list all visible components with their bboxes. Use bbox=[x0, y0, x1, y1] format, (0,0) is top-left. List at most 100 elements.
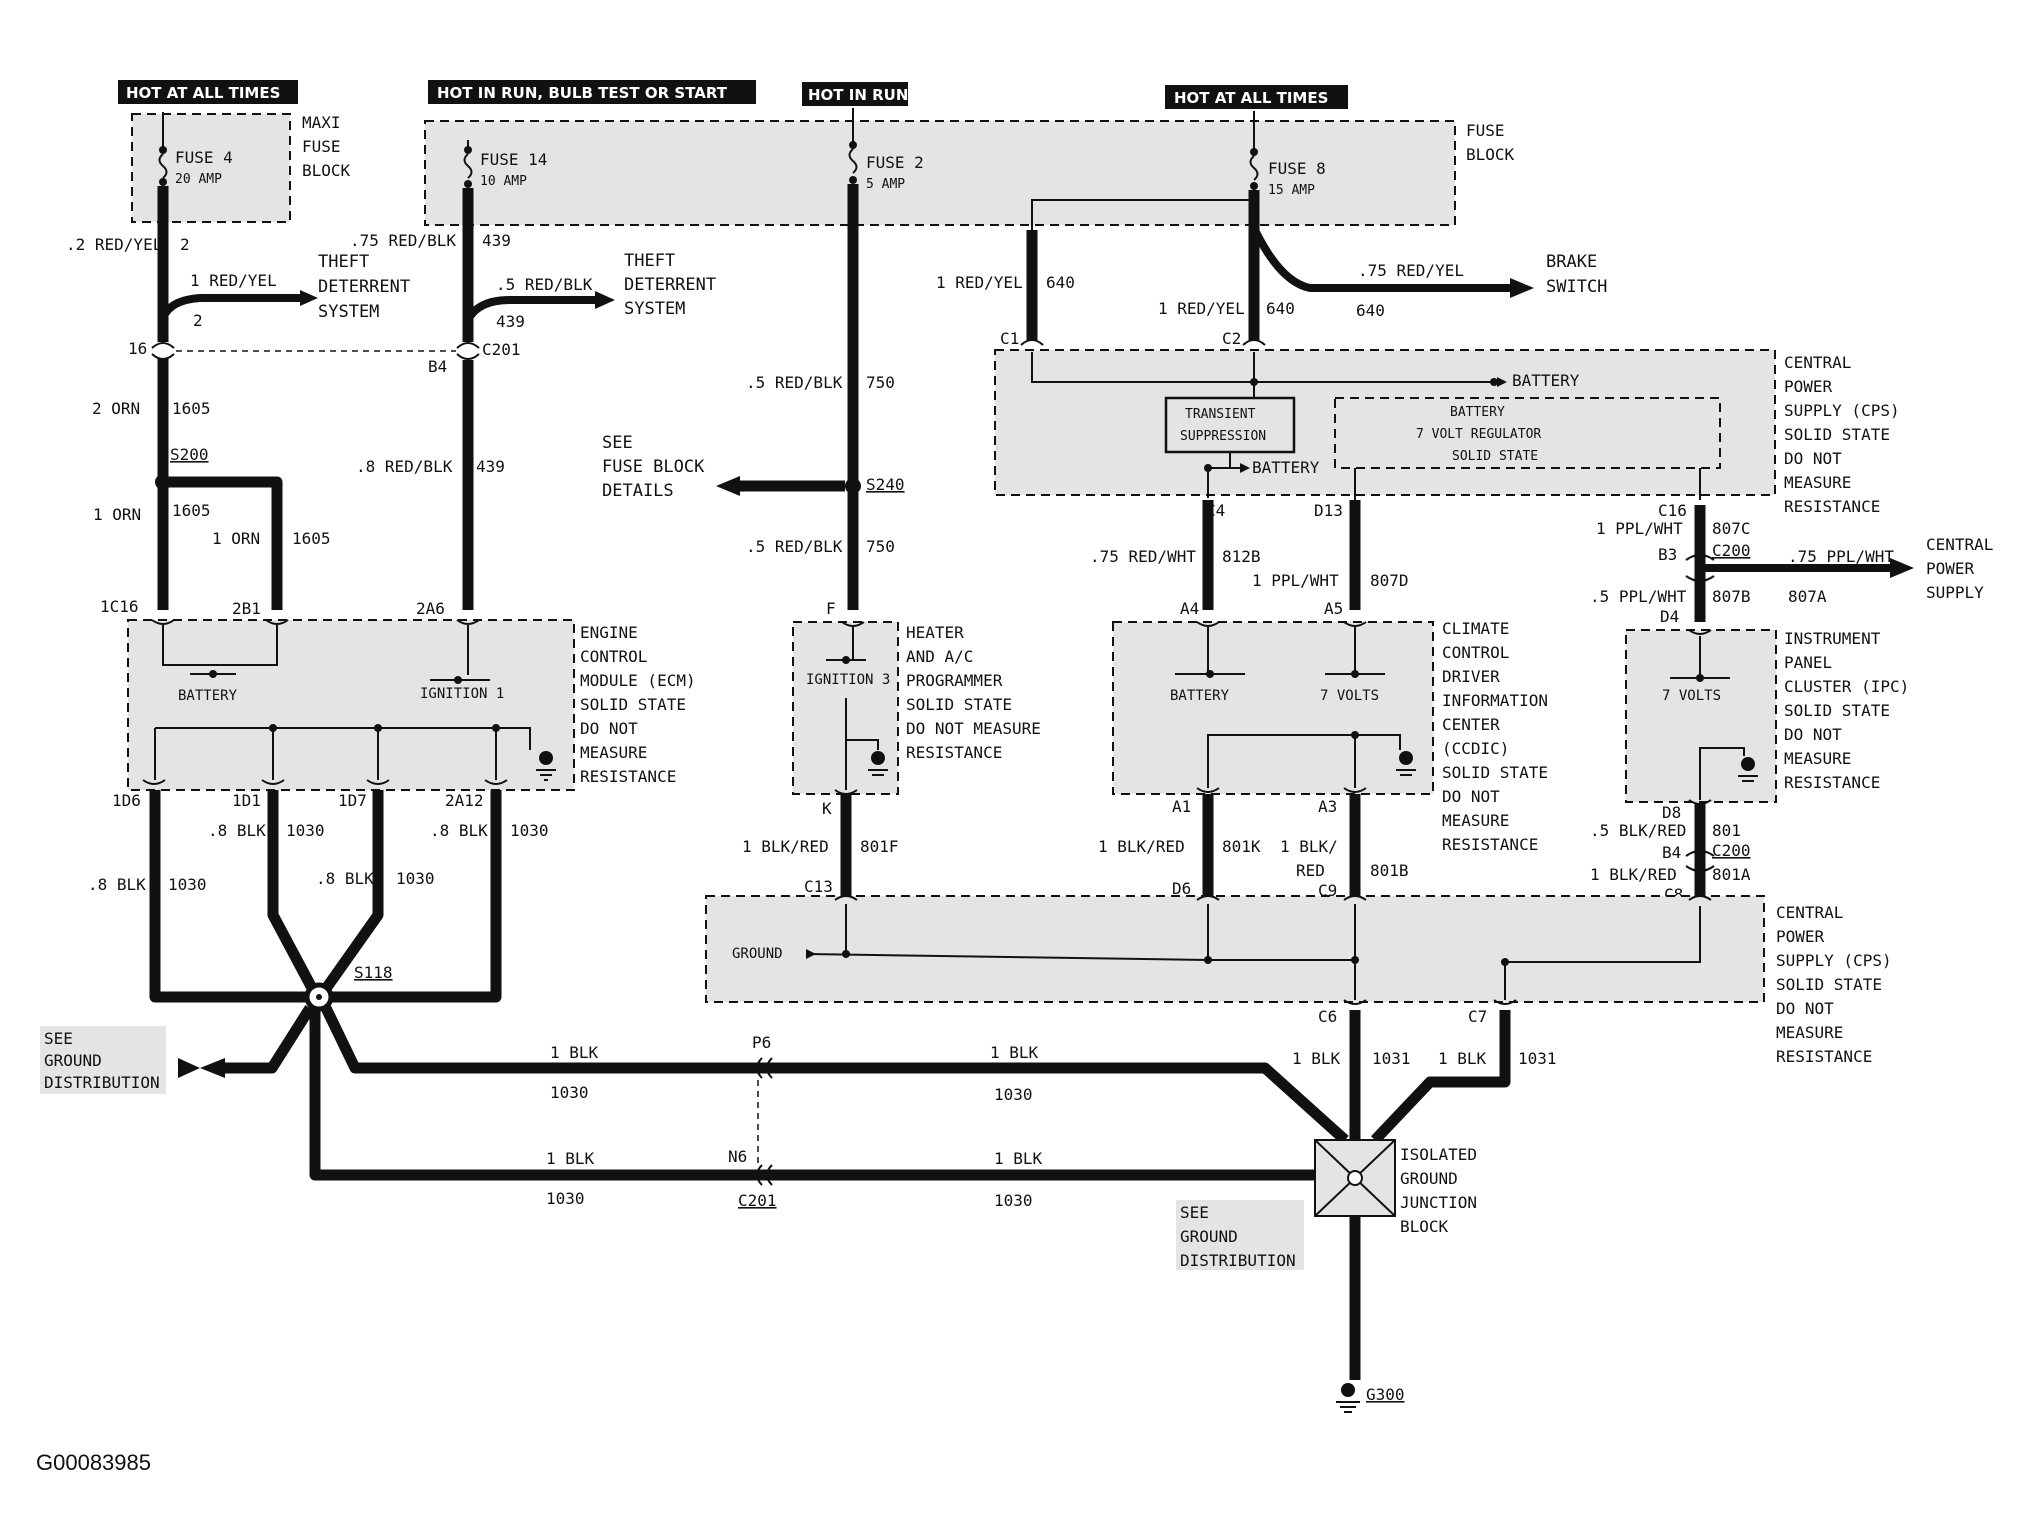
connector-label: C1 bbox=[1000, 329, 1019, 348]
ground-g300: G300 bbox=[1366, 1385, 1405, 1404]
circuit-label: 1031 bbox=[1372, 1049, 1411, 1068]
ecm-ignition: IGNITION 1 bbox=[420, 686, 504, 702]
connector-label: C16 bbox=[1658, 501, 1687, 520]
fuse-4-rating: 20 AMP bbox=[175, 172, 222, 187]
wire-label: 1 BLK/RED bbox=[1590, 865, 1677, 884]
figure-id: G00083985 bbox=[36, 1450, 151, 1475]
fuse-8: FUSE 8 15 AMP bbox=[1249, 111, 1326, 198]
cps-bottom-label-1: CENTRAL bbox=[1776, 903, 1843, 922]
wire-label: 2 ORN bbox=[92, 399, 140, 418]
ccdic-label-6: (CCDIC) bbox=[1442, 739, 1509, 758]
connector-label: B3 bbox=[1658, 545, 1677, 564]
theft-1: THEFT bbox=[318, 252, 369, 272]
fuse-14-name: FUSE 14 bbox=[480, 150, 547, 169]
cps-top-box bbox=[994, 349, 1776, 496]
circuit-label: 640 bbox=[1046, 273, 1075, 292]
heater-label-3: PROGRAMMER bbox=[906, 671, 1003, 690]
heater-label-4: SOLID STATE bbox=[906, 695, 1012, 714]
ecm-label-2: CONTROL bbox=[580, 647, 647, 666]
see-fuse-2: FUSE BLOCK bbox=[602, 457, 705, 477]
wire-label: 1 BLK/ bbox=[1280, 837, 1338, 856]
circuit-label: 439 bbox=[496, 312, 525, 331]
circuit-label: 807B bbox=[1712, 587, 1751, 606]
see-ground-right-bg bbox=[1176, 1200, 1304, 1270]
fuse-14-rating: 10 AMP bbox=[480, 174, 527, 189]
ccdic-label-9: MEASURE bbox=[1442, 811, 1509, 830]
wire-label: .75 RED/WHT bbox=[1090, 547, 1196, 566]
splice-label: S118 bbox=[354, 963, 393, 982]
connector-label: D6 bbox=[1172, 879, 1191, 898]
circuit-label: 801B bbox=[1370, 861, 1409, 880]
theft-3: SYSTEM bbox=[318, 302, 379, 322]
circuit-label: 2 bbox=[180, 235, 190, 254]
splice-label: S240 bbox=[866, 475, 905, 494]
splice-label: S200 bbox=[170, 445, 209, 464]
circuit-label: 2 bbox=[193, 311, 203, 330]
wire-label: 1 RED/YEL bbox=[1158, 299, 1245, 318]
ipc-internals bbox=[1670, 629, 1758, 805]
connector-label: D8 bbox=[1662, 803, 1681, 822]
circuit-label: 1605 bbox=[292, 529, 331, 548]
ecm-label-1: ENGINE bbox=[580, 623, 638, 642]
isolated-ground-block bbox=[1314, 1139, 1396, 1413]
wire-label: 1 ORN bbox=[93, 505, 141, 524]
see-fuse-3: DETAILS bbox=[602, 481, 674, 501]
ecm-box bbox=[127, 619, 575, 791]
wire-label: 1 BLK bbox=[994, 1149, 1043, 1168]
isolated-label-3: JUNCTION bbox=[1400, 1193, 1477, 1212]
ccdic-label-10: RESISTANCE bbox=[1442, 835, 1538, 854]
ccdic-box bbox=[1112, 621, 1434, 795]
cps-bottom-label-2: POWER bbox=[1776, 927, 1825, 946]
circuit-label: 807D bbox=[1370, 571, 1409, 590]
header-label: HOT IN RUN, BULB TEST OR START bbox=[437, 84, 728, 102]
cps-battery-arrow: BATTERY bbox=[1512, 371, 1580, 390]
cps-top-label-4: SOLID STATE bbox=[1784, 425, 1890, 444]
wire-label: .8 BLK bbox=[208, 821, 266, 840]
cps-bottom-internals bbox=[806, 895, 1712, 1005]
connector-p6-n6 bbox=[756, 1057, 773, 1186]
ccdic-label-3: DRIVER bbox=[1442, 667, 1500, 686]
heater-label-6: RESISTANCE bbox=[906, 743, 1002, 762]
connector-label: 2A12 bbox=[445, 791, 484, 810]
ipc-label-2: PANEL bbox=[1784, 653, 1832, 672]
wire-label: .8 BLK bbox=[88, 875, 146, 894]
connector-label: D13 bbox=[1314, 501, 1343, 520]
ccdic-label-4: INFORMATION bbox=[1442, 691, 1548, 710]
connector-label: A4 bbox=[1180, 599, 1199, 618]
connector-label: C2 bbox=[1222, 329, 1241, 348]
ipc-label-6: MEASURE bbox=[1784, 749, 1851, 768]
wire-label: 1 BLK bbox=[546, 1149, 595, 1168]
heater-label-5: DO NOT MEASURE bbox=[906, 719, 1041, 738]
circuit-label: 1030 bbox=[510, 821, 549, 840]
connector-label: C200 bbox=[1712, 541, 1751, 560]
wire-label: .75 RED/BLK bbox=[350, 231, 456, 250]
wire-label: 1 BLK bbox=[990, 1043, 1039, 1062]
circuit-label: 807A bbox=[1788, 587, 1827, 606]
maxi-label-3: BLOCK bbox=[302, 161, 351, 180]
theft2-1: THEFT bbox=[624, 251, 675, 271]
brake-1: BRAKE bbox=[1546, 252, 1597, 272]
heater-label-1: HEATER bbox=[906, 623, 964, 642]
isolated-label-2: GROUND bbox=[1400, 1169, 1458, 1188]
circuit-label: 801 bbox=[1712, 821, 1741, 840]
connector-label: N6 bbox=[728, 1147, 747, 1166]
ecm-label-5: DO NOT bbox=[580, 719, 638, 738]
connector-label: 1D1 bbox=[232, 791, 261, 810]
ipc-label-3: CLUSTER (IPC) bbox=[1784, 677, 1909, 696]
maxi-fuse-block bbox=[131, 113, 291, 223]
circuit-label: 750 bbox=[866, 373, 895, 392]
connector-label: F bbox=[826, 599, 836, 618]
theft2-3: SYSTEM bbox=[624, 299, 685, 319]
ccdic-label-2: CONTROL bbox=[1442, 643, 1509, 662]
connector-label: A3 bbox=[1318, 797, 1337, 816]
reg-2: 7 VOLT REGULATOR bbox=[1416, 427, 1541, 442]
brake-2: SWITCH bbox=[1546, 277, 1607, 297]
circuit-label: 1030 bbox=[994, 1085, 1033, 1104]
wire-fuse14-column bbox=[462, 188, 615, 610]
ipc-label-4: SOLID STATE bbox=[1784, 701, 1890, 720]
header-hot-all-times-left: HOT AT ALL TIMES bbox=[118, 80, 298, 104]
connector-label: C13 bbox=[804, 877, 833, 896]
connector-label: 16 bbox=[128, 339, 147, 358]
wire-label: .75 RED/YEL bbox=[1358, 261, 1464, 280]
